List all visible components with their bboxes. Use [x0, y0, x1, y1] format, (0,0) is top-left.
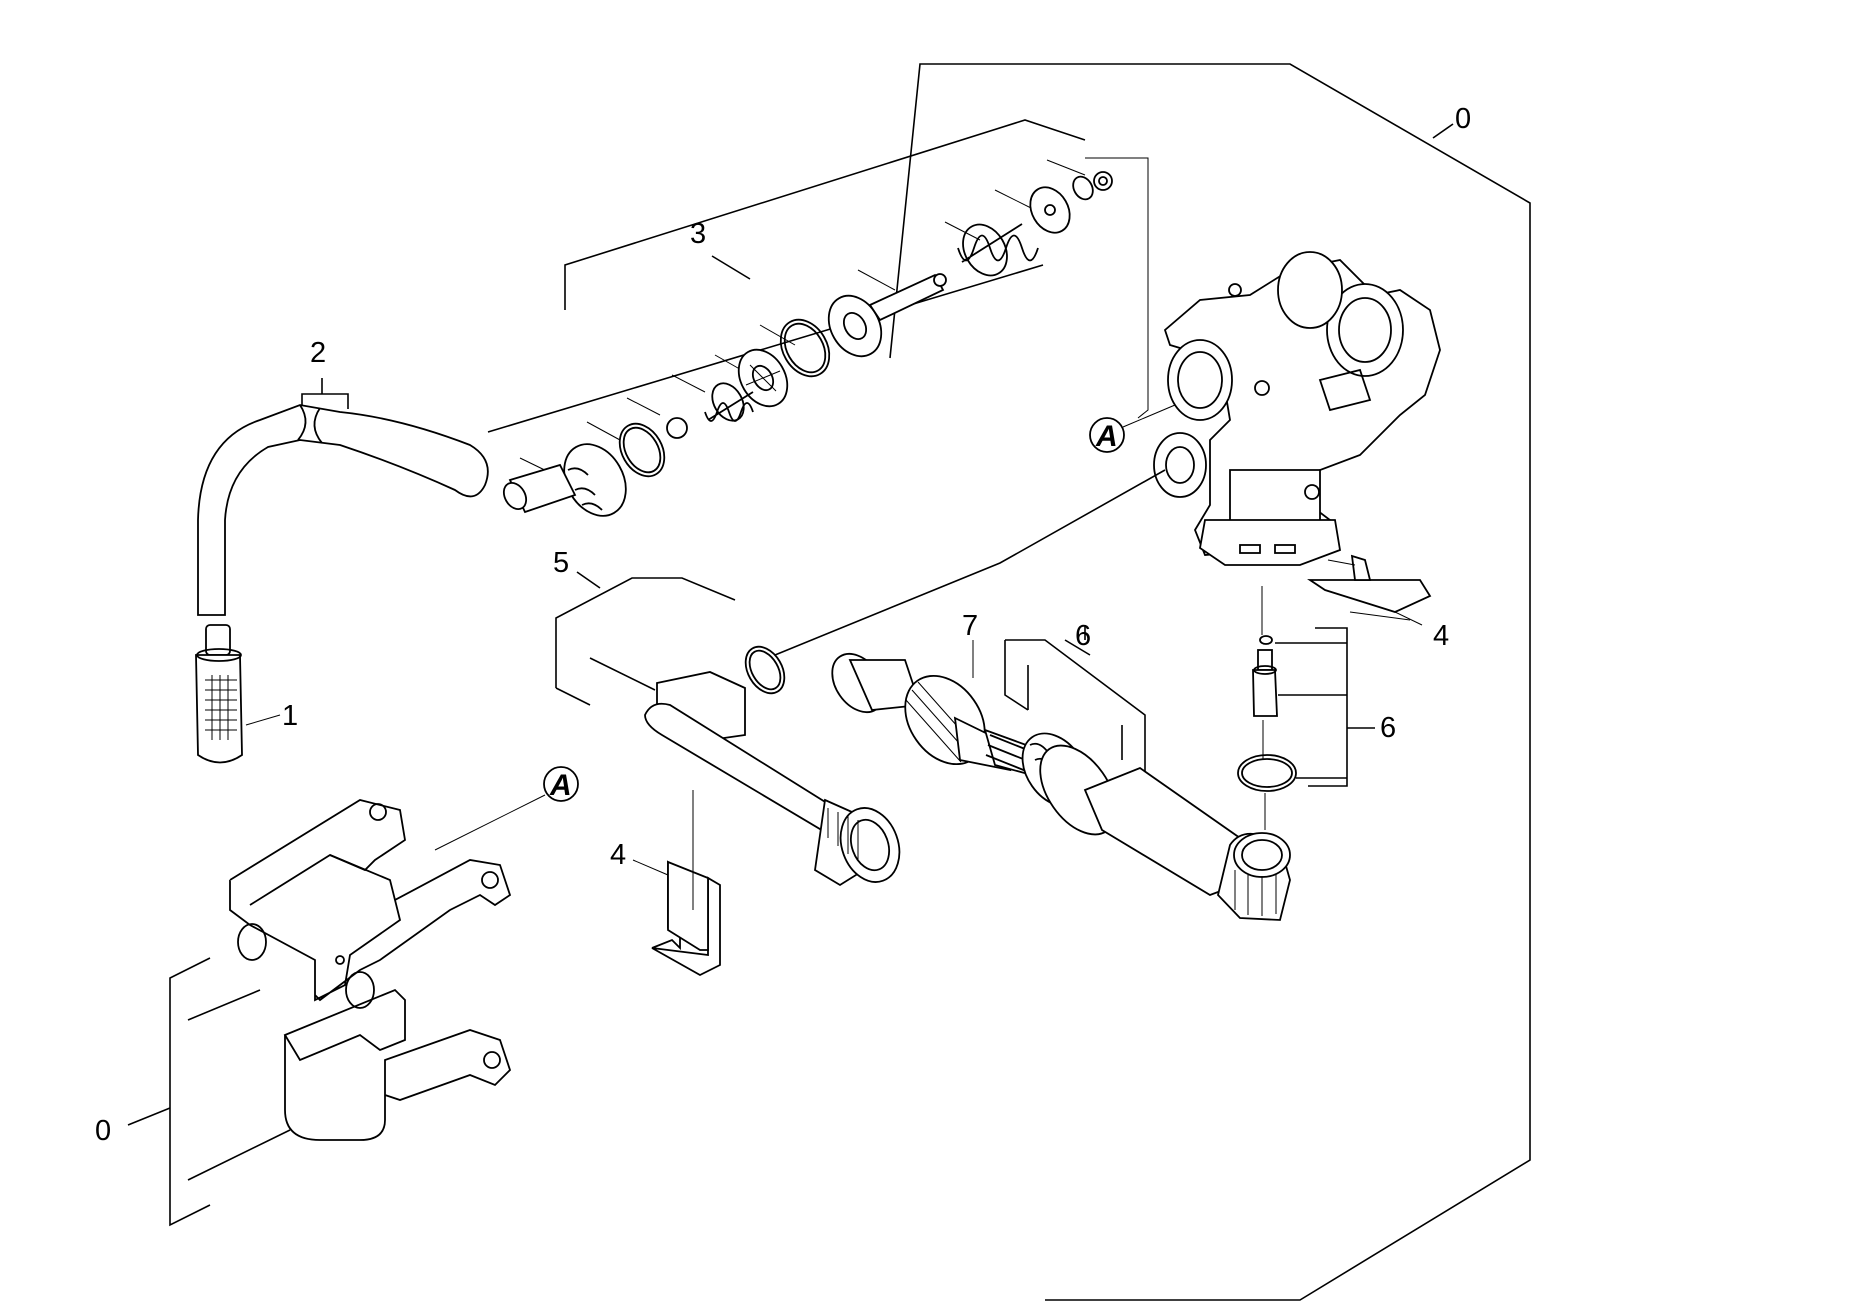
group-0-outline [889, 63, 1531, 1301]
valve-spring-large [957, 223, 1039, 277]
bracket-upper [229, 799, 512, 1002]
label-4-left: 4 [610, 839, 626, 871]
valve-seat-disk [737, 348, 789, 408]
pump-head [1153, 251, 1441, 566]
group-6-right-bracket [1275, 627, 1375, 787]
valve-spring-small [704, 382, 754, 422]
clip-part-4-left [651, 860, 721, 977]
group-0-left-bracket [127, 957, 291, 1227]
valve-nut-part [1093, 171, 1113, 191]
group-2-bracket [301, 378, 349, 409]
valve-small-o-ring [1072, 175, 1094, 201]
leader-1 [245, 714, 281, 726]
label-5: 5 [553, 547, 569, 579]
leader-a-top [1122, 404, 1176, 428]
suction-filter-part-1 [195, 624, 243, 764]
o-ring-part-5 [744, 645, 786, 695]
label-6-right: 6 [1380, 712, 1396, 744]
group-3-bracket [487, 119, 1086, 433]
valve-o-ring-medium [618, 422, 666, 478]
label-7: 7 [962, 610, 978, 642]
bracket-lower [283, 971, 512, 1141]
label-0-top: 0 [1455, 103, 1471, 135]
valve-housing-fitting [502, 443, 627, 517]
callout-a-bottom: A [543, 766, 579, 802]
label-0-left: 0 [95, 1115, 111, 1147]
label-1: 1 [282, 700, 298, 732]
group-5-bracket [555, 571, 736, 706]
svg-text:A: A [1095, 420, 1118, 453]
label-6-center: 6 [1075, 620, 1091, 652]
label-2: 2 [310, 337, 326, 369]
group-6-center-bracket [1004, 625, 1146, 772]
leader-pump-oring [774, 469, 1166, 656]
label-3: 3 [690, 218, 706, 250]
valve-washer [1029, 186, 1071, 234]
leader-4-left [632, 859, 669, 876]
leader-4-right-b [1394, 611, 1423, 626]
svg-text:A: A [549, 769, 572, 802]
water-inlet-part-6 [983, 728, 1291, 921]
hose-coupling-part-7 [831, 653, 1012, 772]
hose-part-2 [197, 404, 489, 616]
leader-4-right-a [1327, 559, 1356, 566]
valve-o-ring-large [779, 318, 831, 378]
valve-piston [827, 273, 947, 358]
valve-ball [666, 417, 688, 439]
group-6-right-parts [1237, 586, 1297, 830]
label-4-right: 4 [1433, 620, 1449, 652]
outlet-pipe-part-5 [644, 671, 901, 887]
clip-part-4-right [1307, 554, 1432, 621]
callout-a-top: A [1089, 417, 1125, 453]
leader-a-bottom [434, 794, 546, 851]
